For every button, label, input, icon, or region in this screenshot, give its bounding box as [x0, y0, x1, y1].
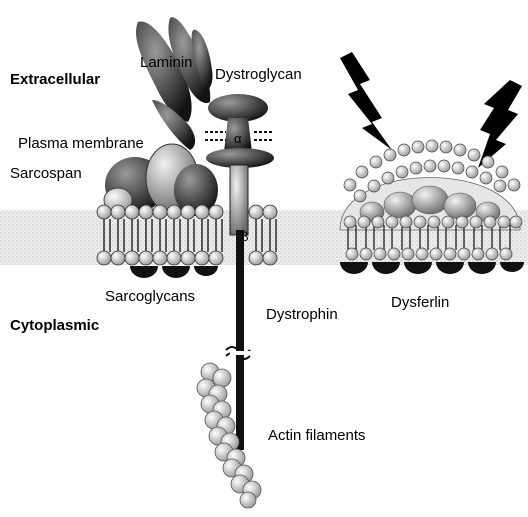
- cytoplasmic-label: Cytoplasmic: [10, 318, 99, 333]
- sarcoglycans-label: Sarcoglycans: [105, 289, 195, 304]
- beta-symbol: β: [241, 230, 248, 243]
- extracellular-label: Extracellular: [10, 72, 100, 87]
- dysferlin-label: Dysferlin: [391, 295, 449, 310]
- dystroglycan-label: Dystroglycan: [215, 67, 302, 82]
- sarcospan-label: Sarcospan: [10, 166, 82, 181]
- laminin-label: Laminin: [140, 55, 193, 70]
- plasma-membrane-label: Plasma membrane: [18, 136, 144, 151]
- alpha-symbol: α: [234, 132, 242, 145]
- actin-filaments-label: Actin filaments: [268, 428, 366, 443]
- actin-filament-beads: [197, 363, 261, 508]
- dystrophin-label: Dystrophin: [266, 307, 338, 322]
- laminin-shape: [136, 17, 213, 150]
- dysferlin-patch: [340, 140, 524, 274]
- dystroglycan-beta-stalk: [230, 165, 248, 235]
